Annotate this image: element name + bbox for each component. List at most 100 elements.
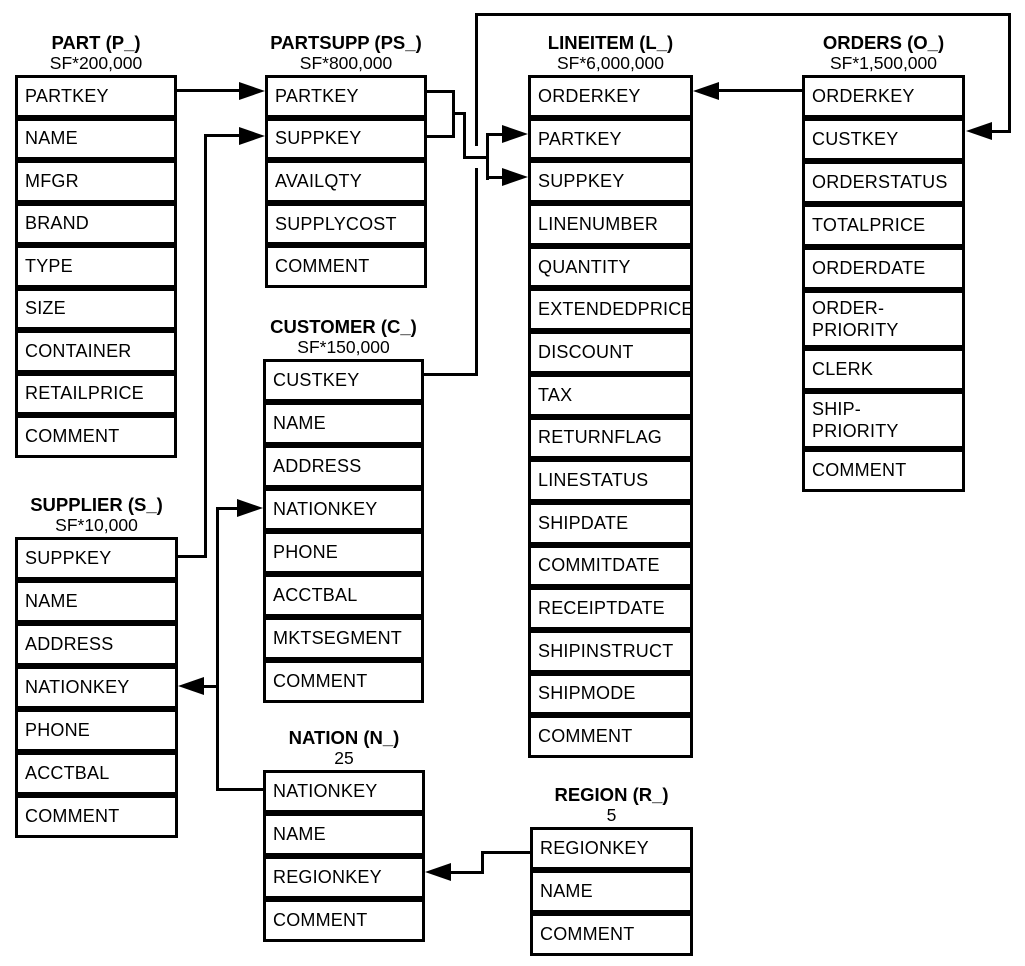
fk-partsupp-lineitem-jog1 [452,112,466,115]
column-cell: NATIONKEY [263,488,424,531]
fk-region-nation-line [451,871,483,874]
fk-partsupp-lineitem-partkey-line [486,133,504,136]
fk-partsupp-lineitem-stub-partkey [427,90,455,93]
fk-supplier-partsupp-line [204,134,240,137]
column-cell: NATIONKEY [263,770,425,813]
column-cell: SUPPKEY [528,160,693,204]
table-nation-cardinality: 25 [334,748,354,768]
column-cell: COMMENT [15,795,178,838]
column-cell: AVAILQTY [265,160,427,203]
fk-region-nation-jog [481,851,484,874]
column-cell: SIZE [15,287,177,330]
column-cell: TOTALPRICE [802,204,965,247]
table-customer-cardinality: SF*150,000 [297,337,390,357]
column-cell: CLERK [802,348,965,391]
fk-part-partsupp-arrowhead [239,82,265,100]
fk-partsupp-lineitem-partkey-arrowhead [502,125,528,143]
fk-supplier-partsupp-stub [178,555,207,558]
column-cell: MKTSEGMENT [263,617,424,660]
column-cell: COMMENT [528,715,693,758]
column-cell: ORDERSTATUS [802,161,965,204]
column-cell: SHIPDATE [528,501,693,545]
column-cell: ORDER- PRIORITY [802,290,965,348]
column-cell: COMMENT [802,449,965,492]
column-cell: NAME [263,813,425,856]
fk-nation-stub [216,788,263,791]
column-cell: ORDERKEY [528,75,693,118]
column-cell: DISCOUNT [528,331,693,374]
table-supplier-title: SUPPLIER (S_) [30,494,163,515]
fk-part-partsupp-line [177,89,241,92]
table-lineitem-cardinality: SF*6,000,000 [556,53,665,73]
table-partsupp-title: PARTSUPP (PS_) [270,32,422,53]
column-cell: EXTENDEDPRICE [528,288,693,332]
column-cell: PHONE [15,709,178,752]
column-cell: CUSTKEY [263,359,424,402]
column-cell: SHIPMODE [528,672,693,716]
fk-partsupp-lineitem-cross [463,156,489,159]
fk-nation-supplier-arrowhead [178,677,204,695]
column-cell: SUPPKEY [265,117,427,161]
fk-customer-orders-topline [475,13,1011,16]
column-cell: LINENUMBER [528,203,693,246]
fk-supplier-partsupp-vline [204,134,207,558]
fk-supplier-partsupp-arrowhead [239,127,265,145]
table-partsupp-cardinality: SF*800,000 [299,53,393,73]
table-region-cardinality: 5 [606,805,617,825]
fk-orders-lineitem-line [717,89,802,92]
column-cell: NAME [15,117,177,160]
column-cell: SHIP- PRIORITY [802,391,965,449]
column-cell: COMMENT [263,660,424,703]
column-cell: PARTKEY [265,75,427,118]
column-cell: REGIONKEY [530,827,693,870]
column-cell: ACCTBAL [263,574,424,617]
fk-orders-lineitem-arrowhead [693,82,719,100]
column-cell: SUPPLYCOST [265,202,427,246]
column-cell: PHONE [263,531,424,574]
table-part-title: PART (P_) [51,32,141,53]
fk-nation-vline [216,507,219,791]
column-cell: NAME [263,402,424,445]
column-cell: COMMENT [15,415,177,458]
column-cell: COMMENT [530,913,693,956]
column-cell: BRAND [15,202,177,245]
column-cell: COMMENT [263,899,425,942]
fk-partsupp-lineitem-suppkey-line [486,176,504,179]
fk-customer-orders-stub [424,373,478,376]
table-part-cardinality: SF*200,000 [49,53,143,73]
fk-nation-customer-line [216,507,239,510]
fk-nation-supplier-line [202,685,219,688]
column-cell: PARTKEY [528,117,693,161]
fk-region-nation-stub [483,851,530,854]
column-cell: NAME [530,870,693,913]
fk-partsupp-lineitem-stub-suppkey [427,135,455,138]
column-cell: PARTKEY [15,75,177,118]
column-cell: TAX [528,373,693,417]
fk-customer-orders-vline-right [1008,13,1011,133]
column-cell: LINESTATUS [528,459,693,502]
table-customer-title: CUSTOMER (C_) [270,316,417,337]
table-orders-title: ORDERS (O_) [822,32,945,53]
fk-customer-orders-arrowhead [966,122,992,140]
column-cell: SHIPINSTRUCT [528,629,693,673]
fk-region-nation-arrowhead [425,863,451,881]
column-cell: ORDERKEY [802,75,965,118]
column-cell: ADDRESS [15,623,178,666]
column-cell: NAME [15,580,178,623]
fk-customer-orders-vline-lower [475,168,478,376]
